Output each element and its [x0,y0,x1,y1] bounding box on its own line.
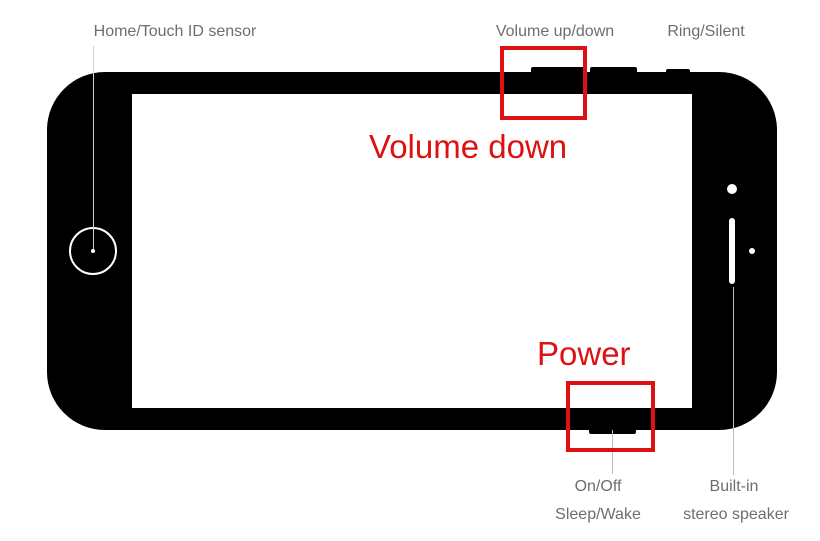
power-annotation: Power [537,335,631,372]
ring-silent-switch[interactable] [666,69,690,74]
volume-label: Volume up/down [495,23,615,40]
home-leader-line [93,46,94,252]
stereo-speaker-label: stereo speaker [683,506,789,523]
volume-down-annotation: Volume down [369,128,568,165]
home-leader-dot [91,249,95,253]
volume-down-highlight-box [500,46,587,120]
ring-silent-label: Ring/Silent [667,23,745,40]
onoff-leader-line [612,430,613,474]
sensor-dot [749,248,755,254]
volume-up-button[interactable] [590,67,637,74]
phone-screen [132,94,692,408]
onoff-label: On/Off [574,478,622,495]
speaker-leader-line [733,287,734,475]
volume-down-button[interactable] [531,67,585,74]
sleep-wake-label: Sleep/Wake [555,506,641,523]
camera-dot [727,184,737,194]
builtin-label: Built-in [709,478,759,495]
earpiece-speaker [729,218,735,284]
home-sensor-label: Home/Touch ID sensor [93,23,257,40]
power-highlight-box [566,381,655,452]
